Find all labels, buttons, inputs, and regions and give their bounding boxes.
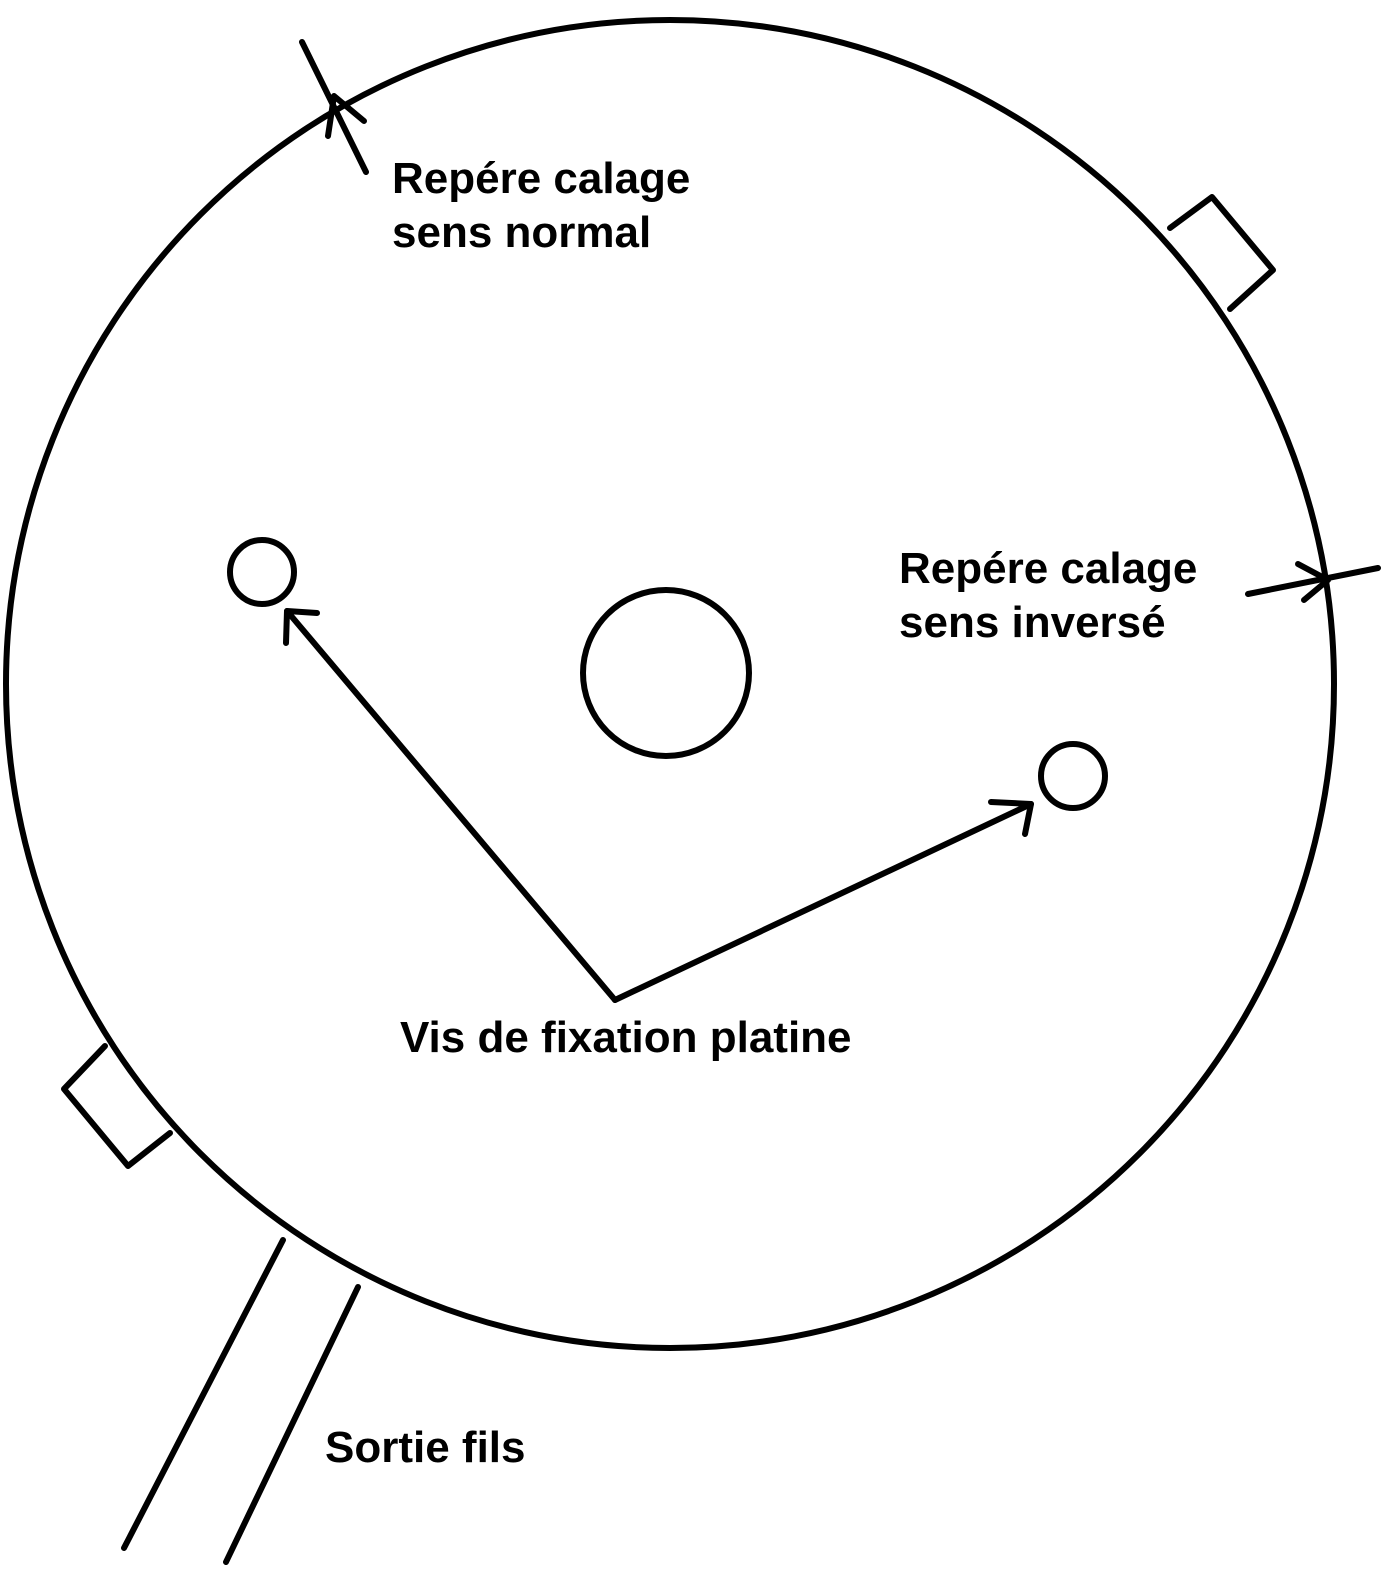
label-inverse-line1: Repére calage <box>899 544 1197 593</box>
rim-tab-bottom-left <box>61 1043 173 1169</box>
arrow-to-left-screw-head <box>283 608 320 646</box>
label-inverse-line2: sens inversé <box>899 598 1166 647</box>
timing-mark-inverse <box>1245 561 1381 603</box>
timing-mark-normal-arrowhead <box>325 93 367 139</box>
central-hole <box>580 587 752 759</box>
screw-pointer-arrows <box>283 608 1034 1003</box>
arrow-to-left-screw <box>284 608 618 1003</box>
screw-hole-right <box>1038 741 1108 811</box>
timing-mark-inverse-arrowhead <box>1295 561 1331 603</box>
screw-hole-left <box>227 537 297 607</box>
label-normal-line2: sens normal <box>392 208 651 257</box>
label-screws: Vis de fixation platine <box>400 1013 852 1062</box>
label-wires: Sortie fils <box>325 1423 526 1472</box>
arrow-to-right-screw <box>612 801 1034 1003</box>
arrow-to-right-screw-head <box>988 799 1034 837</box>
wire-outlet-line-right <box>223 1284 361 1565</box>
rim-tab-top-right <box>1167 194 1276 312</box>
outer-plate-circle <box>3 17 1337 1351</box>
label-normal-line1: Repére calage <box>392 154 690 203</box>
wire-outlet-line-left <box>121 1237 286 1551</box>
timing-mark-inverse-tick <box>1245 565 1381 597</box>
timing-mark-normal <box>299 39 369 175</box>
